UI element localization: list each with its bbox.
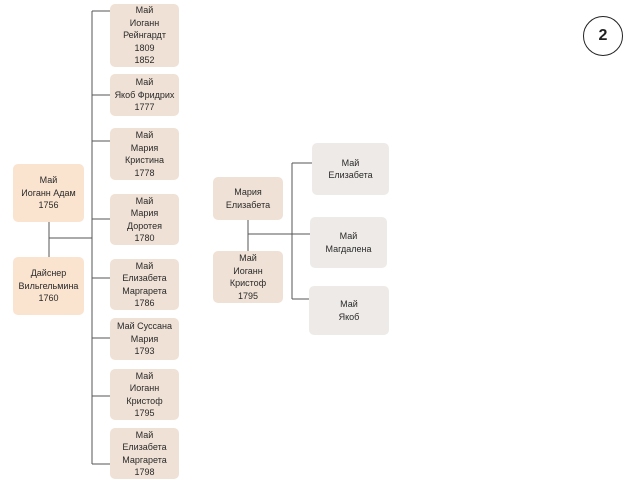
person-card-child-4-line: 1780 xyxy=(134,233,155,243)
person-card-child-4-line: Доротея xyxy=(127,220,162,231)
person-card-child-3-line: Май xyxy=(135,130,154,140)
person-card-child-2-line: Якоб Фридрих xyxy=(114,89,175,100)
person-card-grandchild-3-line: Якоб xyxy=(338,311,360,322)
person-card-child-8-line: 1798 xyxy=(134,467,155,477)
person-card-child-6-line: Май Суссана xyxy=(116,321,172,332)
person-card-child-2-line: 1777 xyxy=(134,102,155,113)
person-card-father-right-line: 1795 xyxy=(237,290,259,301)
person-card-mother-right-line: Елизабета xyxy=(225,199,271,210)
person-card-child-5-line: Май xyxy=(135,260,154,271)
person-card-child-1-line: 1852 xyxy=(134,55,155,66)
person-card-child-7-line: Иоганн xyxy=(129,383,160,393)
person-card-child-6-line: 1793 xyxy=(134,346,155,357)
person-card-mother-line: Дайснер xyxy=(30,268,67,279)
person-card-child-4-line: Май xyxy=(135,195,154,206)
person-card-child-5-line: Елизабета xyxy=(122,273,167,283)
person-card-mother-line: Вильгельмина xyxy=(18,280,79,291)
person-card-mother-line: 1760 xyxy=(38,293,59,304)
person-card-child-8-line: Маргарета xyxy=(122,454,167,465)
person-card-father-right-line: Кристоф xyxy=(229,278,267,288)
person-card-father-right-line: Иоганн xyxy=(233,265,263,276)
person-card-child-1-line: Иоганн xyxy=(129,17,160,28)
person-card-child-4-line: Мария xyxy=(130,208,159,218)
person-card-father-line: 1756 xyxy=(38,200,59,211)
person-card-child-8-line: Май xyxy=(135,429,154,440)
person-card-child-5-line: 1786 xyxy=(134,298,155,308)
person-card-child-3-line: Кристина xyxy=(125,155,164,165)
person-card-child-7-line: Кристоф xyxy=(126,395,163,406)
person-card-child-6-line: Мария xyxy=(130,333,159,344)
person-card-child-7-line: Май xyxy=(135,370,154,381)
person-card-grandchild-1-line: Май xyxy=(341,157,360,168)
person-card-child-7-line: 1795 xyxy=(134,408,155,418)
person-card-child-1-line: Рейнгардт xyxy=(123,30,166,41)
person-card-mother-right-line: Мария xyxy=(234,187,262,197)
person-card-child-8-line: Елизабета xyxy=(122,442,167,452)
person-card-father-line: Иоганн Адам xyxy=(21,187,76,198)
person-card-child-3-line: 1778 xyxy=(134,167,155,178)
person-card-grandchild-3-line: Май xyxy=(340,299,358,309)
page-number-badge: 2 xyxy=(583,16,623,56)
person-card-grandchild-1-line: Елизабета xyxy=(328,170,373,180)
person-card-child-1-line: 1809 xyxy=(134,42,155,53)
person-card-child-2-line: Май xyxy=(135,77,154,88)
person-card-grandchild-2-line: Магдалена xyxy=(325,243,372,254)
person-card-father-line: Май xyxy=(39,175,58,186)
person-card-child-5-line: Маргарета xyxy=(122,285,167,296)
person-card-child-1-line: Май xyxy=(135,5,154,16)
person-card-child-3-line: Мария xyxy=(130,142,159,153)
person-card-grandchild-2-line: Май xyxy=(339,231,358,241)
person-card-father-right-line: Май xyxy=(239,253,257,263)
page-number: 2 xyxy=(598,27,608,44)
